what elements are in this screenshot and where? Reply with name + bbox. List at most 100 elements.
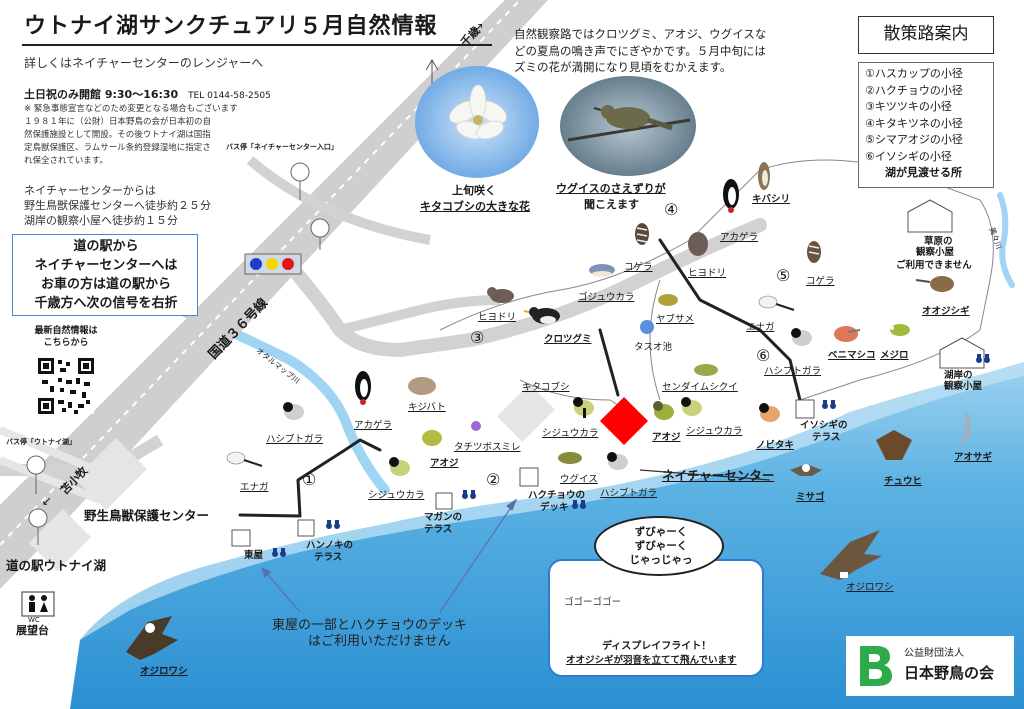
station-line-0: 道の駅から — [73, 239, 139, 254]
pond-marker — [640, 320, 654, 334]
qr-code-link[interactable] — [38, 358, 94, 414]
bird-enaga-1 — [758, 295, 795, 311]
note-line-2: 然保護施設として開設。その後ウトナイ湖は国指 — [24, 130, 211, 140]
logo-org-name: 日本野鳥の会 — [904, 664, 995, 682]
local-road — [278, 218, 767, 358]
phone-number: TEL 0144-58-2505 — [188, 91, 271, 101]
logo-org-small: 公益財団法人 — [904, 648, 964, 659]
bird-shijukara-3 — [389, 457, 410, 476]
bird-aosagi — [958, 406, 970, 448]
label-kitakobushi: キタコブシ — [522, 382, 570, 393]
warbler-caption-1: 聞こえます — [584, 198, 639, 211]
bird-label-misago: ミサゴ — [796, 492, 825, 503]
bird-chuhi — [876, 430, 912, 460]
magnolia-caption-0: 上旬咲く — [452, 184, 496, 197]
lake-shore-light — [80, 362, 1024, 640]
wc-label: WC — [28, 616, 40, 624]
trail-network-outline — [439, 159, 994, 421]
bird-mejiro — [890, 324, 910, 336]
trail-number-5: ⑤ — [776, 266, 791, 285]
bubble-line-1: ずびゃーく — [634, 540, 688, 552]
legend-list: ①ハスカップの小径 ②ハクチョウの小径 ③キツツキの小径 ④キタキツネの小径 ⑤… — [858, 62, 994, 188]
bird-label-kibashiri: キバシリ — [752, 194, 791, 205]
bird-gojukara — [589, 264, 615, 277]
trails — [238, 238, 802, 518]
bird-label-aoji-2: アオジ — [430, 458, 459, 469]
trail-number-4: ④ — [664, 200, 679, 219]
bird-benimashiko — [834, 326, 861, 342]
bird-sendaimushikui — [694, 364, 718, 376]
facility-boxes — [231, 399, 815, 547]
bus-stop-nature-center: バス停「ネイチャーセンター入口」 — [226, 143, 338, 151]
warbler-caption-0-text: ウグイスのさえずりが — [556, 182, 666, 195]
bird-uguisu — [558, 452, 582, 464]
hide-buildings — [907, 199, 985, 369]
bird-label-hashibutogara-1: ハシブトガラ — [764, 366, 822, 377]
station-line-3: 千歳方へ次の信号を右折 — [34, 296, 178, 311]
bird-label-chuhi: チュウヒ — [884, 476, 923, 487]
bus-stop-markers — [26, 162, 330, 545]
bird-ojirowashi-2 — [126, 616, 178, 660]
bird-kogera-1 — [635, 223, 649, 245]
news-text: 自然観察路ではクロツグミ、アオジ、ウグイスな どの夏鳥の鳴き声でにぎやかです。５… — [514, 26, 766, 76]
bird-label-akagera-1: アカゲラ — [720, 232, 759, 243]
road-to-center — [246, 156, 431, 245]
flight-caption-1: オオジシギが羽音を立てて飛んでいます — [566, 655, 737, 666]
bird-label-gojukara: ゴジュウカラ — [578, 292, 635, 303]
note-line-0: ※ 緊急事態宣言などのため変更となる場合もございます — [24, 104, 238, 114]
legend-item-3: ③キツツキの小径 — [865, 100, 952, 113]
photo-warbler — [560, 76, 696, 176]
display-flight-callout: ゴゴーゴゴー ディスプレイフライト！ オオジシギが羽音を立てて飛んでいます — [548, 559, 764, 677]
bird-akagera-1 — [723, 179, 739, 213]
grass-hide-1: 観察小屋 — [916, 247, 955, 258]
page-subtitle: 詳しくはネイチャーセンターのレンジャーへ — [24, 56, 264, 70]
station-directions-box: 道の駅から ネイチャーセンターへは お車の方は道の駅から 千歳方へ次の信号を右折 — [12, 234, 198, 316]
qr-label-1: こちらから — [43, 338, 89, 348]
observatory-label: 展望台 — [16, 624, 49, 637]
bird-hiyodori-1 — [487, 287, 514, 303]
legend-binocular-label: 湖が見渡せる所 — [885, 166, 962, 179]
bird-song-bubble: ずびゃーく ずびゃーく じゃっじゃっ — [594, 516, 724, 576]
bird-label-aoji-1: アオジ — [652, 432, 681, 443]
title-underline — [22, 44, 492, 46]
photo-magnolia — [415, 66, 539, 178]
magan-terrace-0: マガンの — [424, 512, 463, 523]
bird-illustrations — [126, 162, 970, 660]
news-line-1: どの夏鳥の鳴き声でにぎやかです。５月中旬には — [514, 43, 766, 58]
note-line-4: れ保全されています。 — [24, 156, 108, 166]
bird-label-shijukara-1: シジュウカラ — [542, 428, 599, 439]
trail-number-1: ① — [302, 470, 317, 489]
bird-enaga-2 — [226, 451, 263, 467]
bird-label-hiyodori-1: ヒヨドリ — [478, 312, 517, 323]
bird-oojishigi-1 — [915, 276, 954, 292]
hannoki-terrace-1: テラス — [314, 552, 343, 563]
qr-label-0: 最新自然情報は — [34, 326, 98, 336]
bird-hashibutogara-2 — [283, 402, 304, 420]
bird-label-nobitaki: ノビタキ — [756, 440, 795, 451]
bird-kijibato — [408, 377, 436, 395]
bird-label-kurotsugumi: クロツグミ — [544, 334, 592, 345]
bird-label-kijibato: キジバト — [408, 402, 446, 413]
bird-label-benimashiko: ベニマシコ — [828, 350, 876, 361]
swan-deck-1: デッキ — [540, 502, 569, 513]
bird-label-yabusame: ヤブサメ — [656, 314, 695, 325]
mikasa-river — [997, 192, 1015, 288]
magan-terrace-1: テラス — [424, 524, 453, 535]
warbler-caption-0: ウグイスのさえずりが — [556, 182, 666, 195]
pond-label: タスオ池 — [634, 342, 673, 353]
roadside-station-label: 道の駅ウトナイ湖 — [6, 558, 107, 573]
azumaya-label: 東屋 — [244, 550, 264, 561]
sea-note-1: はご利用いただけません — [308, 634, 451, 649]
qr-code — [38, 358, 94, 414]
bird-hashibutogara-3 — [607, 452, 628, 470]
station-line-2: お車の方は道の駅から — [40, 277, 171, 292]
bird-aoji-2 — [422, 430, 442, 446]
nature-center-building — [599, 396, 649, 446]
bird-aoji-1 — [653, 401, 674, 420]
grass-hide-note: ご利用できません — [896, 260, 972, 271]
bird-label-shijukara-2: シジュウカラ — [686, 426, 743, 437]
shore-hide-1: 観察小屋 — [944, 381, 983, 392]
grass-hide-0: 草原の — [924, 236, 953, 247]
flight-caption-0: ディスプレイフライト！ — [602, 641, 712, 652]
opening-hours: 土日祝のみ開館 9:30〜16:30 TEL 0144-58-2505 — [24, 88, 271, 102]
